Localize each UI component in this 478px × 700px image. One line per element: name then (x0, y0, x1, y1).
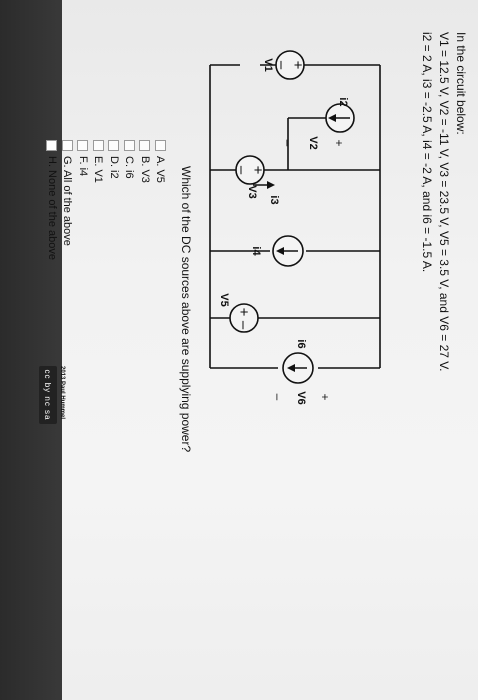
source-v1: + – V1 (262, 50, 306, 80)
v1-plus: + (289, 61, 306, 70)
option-label: F. i4 (76, 156, 89, 177)
v5-label: V5 (218, 293, 230, 306)
i3-arrow: i3 (253, 181, 280, 205)
v2-minus: – (281, 140, 295, 147)
checkbox[interactable] (46, 140, 58, 151)
v3-minus: – (233, 166, 250, 175)
option-label: B. V3 (138, 156, 151, 183)
option-b[interactable]: B. V3 (137, 140, 153, 320)
checkbox[interactable] (123, 140, 135, 151)
option-label: C. i6 (123, 156, 136, 179)
checkbox[interactable] (61, 140, 73, 151)
i2-label: i2 (337, 97, 349, 106)
v6-label: V6 (295, 391, 307, 404)
option-label: G. All of the above (61, 156, 74, 246)
cc-license: 2013 Paul Hummel cc by nc sa (35, 366, 65, 436)
option-label: H. None of the above (45, 156, 58, 260)
checkbox[interactable] (154, 140, 166, 151)
option-label: A. V5 (154, 156, 167, 183)
option-label: E. V1 (92, 156, 105, 183)
credit-text: 2013 Paul Hummel (59, 366, 65, 420)
v1-label: V1 (262, 58, 274, 71)
question-prompt: Which of the DC sources above are supply… (179, 166, 193, 453)
v5-plus: + (235, 308, 252, 317)
v6-minus: – (271, 394, 285, 401)
option-h[interactable]: H. None of the above (44, 140, 60, 320)
i6-label: i6 (295, 339, 307, 348)
v5-minus: – (235, 321, 252, 330)
checkbox[interactable] (77, 140, 89, 151)
checkbox[interactable] (139, 140, 151, 151)
option-f[interactable]: F. i4 (75, 140, 91, 320)
source-i4: i4 (250, 235, 304, 267)
v6-plus: + (318, 393, 332, 400)
source-v5: + – V5 (218, 293, 259, 333)
v1-minus: – (273, 61, 290, 70)
option-a[interactable]: A. V5 (153, 140, 169, 320)
i3-label: i3 (268, 195, 280, 204)
i4-label: i4 (250, 246, 262, 256)
source-i6: i6 (282, 339, 314, 384)
v3-plus: + (249, 166, 266, 175)
option-c[interactable]: C. i6 (122, 140, 138, 320)
option-g[interactable]: G. All of the above (60, 140, 76, 320)
v2-plus: + (332, 139, 346, 146)
option-d[interactable]: D. i2 (106, 140, 122, 320)
screen-page (62, 0, 478, 700)
source-v3: + – V3 (233, 155, 266, 199)
cc-badge: cc by nc sa (39, 366, 57, 424)
answer-options: A. V5 B. V3 C. i6 D. i2 E. V1 F. i4 G. A… (44, 140, 168, 320)
option-e[interactable]: E. V1 (91, 140, 107, 320)
option-label: D. i2 (107, 156, 120, 179)
checkbox[interactable] (92, 140, 104, 151)
v3-label: V3 (246, 185, 258, 198)
source-i2: i2 (325, 97, 355, 133)
v2-label: V2 (307, 136, 319, 149)
checkbox[interactable] (108, 140, 120, 151)
